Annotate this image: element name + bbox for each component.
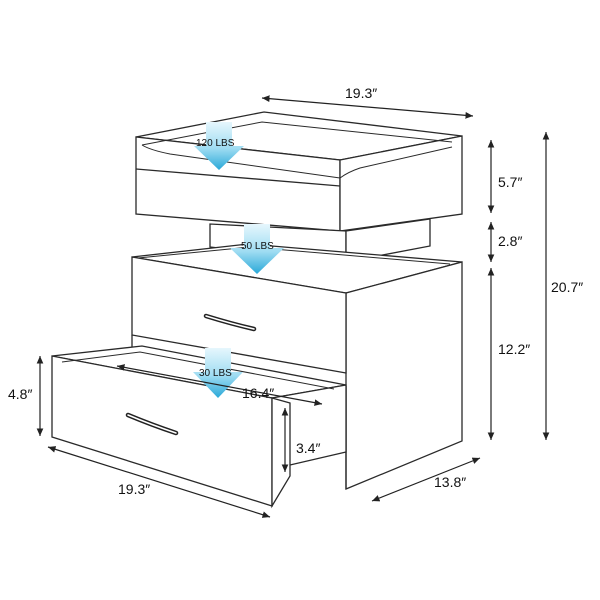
body-height-label: 12.2″ [498, 341, 530, 357]
load-arrow-top [194, 122, 244, 170]
top-width-dimension-line [261, 95, 474, 119]
tray-height-label: 5.7″ [498, 174, 522, 190]
bottom-width-dimension-line [47, 446, 271, 518]
drawer-inner-height-label: 3.4″ [296, 440, 320, 456]
load-label-middle: 50 LBS [241, 241, 274, 252]
drawer-depth-label: 16.4″ [242, 385, 274, 401]
load-label-drawer: 30 LBS [199, 368, 232, 379]
total-height-label: 20.7″ [551, 279, 583, 295]
load-label-top: 120 LBS [196, 138, 235, 149]
gap-height-label: 2.8″ [498, 233, 522, 249]
top-width-label: 19.3″ [345, 85, 377, 101]
bottom-width-label: 19.3″ [118, 481, 150, 497]
depth-label: 13.8″ [434, 474, 466, 490]
top-tray [135, 111, 463, 232]
upper-drawer-handle [203, 313, 257, 332]
drawer-depth-dimension-line [116, 364, 323, 406]
depth-dimension-line [371, 457, 481, 502]
drawer-front-height-label: 4.8″ [8, 386, 32, 402]
lower-drawer-handle [125, 412, 179, 436]
load-arrow-middle [230, 224, 284, 274]
